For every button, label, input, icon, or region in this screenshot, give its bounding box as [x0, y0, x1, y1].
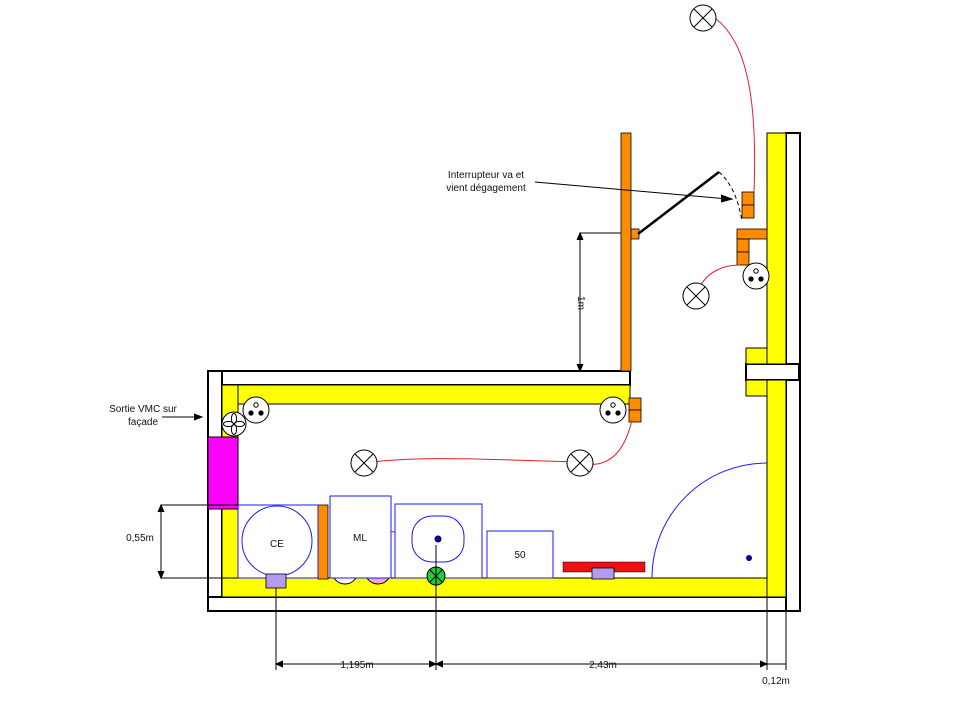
- partitions: [317, 132, 768, 580]
- switch-icon: [628, 397, 642, 411]
- lining-bottom: [221, 577, 787, 598]
- switch-icon: [628, 409, 642, 423]
- light-point-icon: [350, 449, 378, 477]
- switch-icon: [736, 251, 750, 266]
- wire: [363, 458, 581, 464]
- switch-icon: [741, 204, 755, 219]
- switch-note-line1: Interrupteur va et: [448, 170, 524, 181]
- label-50: 50: [514, 550, 526, 561]
- dimension-055: 0,55m: [126, 533, 154, 544]
- partition-vertical: [620, 132, 632, 372]
- vmc-label-line2: façade: [128, 417, 158, 428]
- lining-right-lower: [766, 379, 787, 598]
- lining-stub: [745, 347, 768, 365]
- partition-stub-right: [736, 228, 768, 240]
- vmc-fan-icon: [221, 411, 247, 437]
- dimension-1m: 1m: [575, 296, 586, 310]
- door-swing-room: [651, 462, 768, 579]
- lining-right-upper: [766, 132, 787, 365]
- fixtures: [237, 495, 646, 589]
- sink-drain: [434, 535, 442, 543]
- socket-icon: [242, 396, 270, 424]
- vmc-outlet: [207, 436, 239, 510]
- label-ml: ML: [353, 533, 367, 544]
- light-point-icon: [682, 282, 710, 310]
- wire: [715, 18, 756, 193]
- appliance-50: [486, 530, 554, 579]
- lining-stub-low: [745, 379, 768, 397]
- lining-top: [221, 384, 631, 405]
- junction-box-icon: [591, 567, 615, 580]
- door-handle-point: [746, 555, 752, 561]
- washing-machine: [329, 495, 392, 579]
- light-point-icon: [689, 4, 717, 32]
- socket-icon: [599, 396, 627, 424]
- light-point-icon: [566, 449, 594, 477]
- switch-icon: [741, 191, 755, 206]
- dimensions: [157, 181, 787, 670]
- top-wall-outer: [207, 370, 631, 386]
- label-ce: CE: [270, 539, 284, 550]
- junction-box-icon: [265, 573, 287, 589]
- door-swing-corridor: [718, 171, 743, 223]
- wall-stub: [745, 363, 800, 381]
- switch-note-line2: vient dégagement: [446, 183, 526, 194]
- dimension-1195: 1,195m: [340, 660, 373, 671]
- partition-small: [317, 504, 329, 580]
- switch-icon: [736, 238, 750, 253]
- bottom-wall-outer: [207, 596, 801, 612]
- vmc-label-line1: Sortie VMC sur: [109, 404, 177, 415]
- socket-icon: [742, 262, 770, 290]
- partition-door-stop: [630, 228, 640, 240]
- dimension-243: 2,43m: [589, 660, 617, 671]
- door-leaf-corridor: [637, 171, 720, 235]
- light-points: [350, 4, 717, 477]
- dimension-012: 0,12m: [762, 676, 790, 687]
- labels: Interrupteur va et vient dégagement Sort…: [109, 170, 790, 687]
